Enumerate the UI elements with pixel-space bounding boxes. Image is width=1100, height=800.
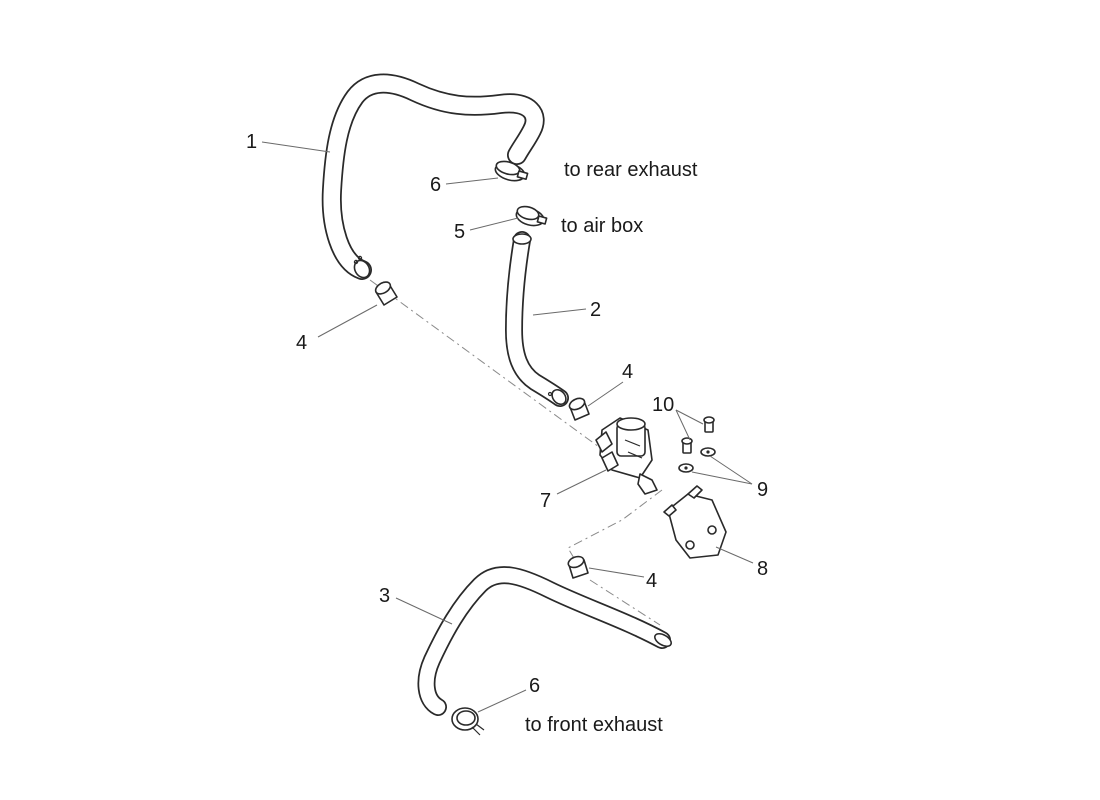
hose-part-3 (417, 566, 672, 716)
callout-3: 3 (379, 585, 390, 607)
clamp-part-6-upper (494, 160, 529, 182)
bolts-part-10 (681, 416, 715, 454)
callout-6-lower: 6 (529, 675, 540, 697)
valve-part-7 (595, 417, 658, 495)
callout-4-lower: 4 (646, 570, 657, 592)
clamp-part-5 (515, 205, 548, 227)
washers-part-9 (678, 447, 716, 473)
sleeve-part-4-upper (374, 281, 398, 306)
callout-10: 10 (652, 394, 674, 416)
callout-7: 7 (540, 490, 551, 512)
callout-1: 1 (246, 131, 257, 153)
callout-4-upper: 4 (296, 332, 307, 354)
callout-5: 5 (454, 221, 465, 243)
sleeve-part-4-middle (568, 397, 590, 421)
clamp-part-6-lower (451, 707, 485, 736)
routing-notes: to rear exhaust to air box to front exha… (525, 159, 698, 736)
sleeve-part-4-lower (567, 555, 589, 579)
note-air-box: to air box (561, 215, 643, 237)
note-front-exhaust: to front exhaust (525, 714, 663, 736)
callout-2: 2 (590, 299, 601, 321)
hose-part-1 (321, 73, 545, 280)
callout-8: 8 (757, 558, 768, 580)
bracket-part-8 (663, 485, 727, 559)
callout-9: 9 (757, 479, 768, 501)
callout-4-middle: 4 (622, 361, 633, 383)
callout-numbers: 1 6 5 2 4 4 10 9 7 8 4 3 6 (246, 131, 768, 697)
hose-part-2 (505, 231, 569, 407)
assembly-centerlines (369, 279, 663, 626)
callout-6-upper: 6 (430, 174, 441, 196)
note-rear-exhaust: to rear exhaust (564, 159, 698, 181)
leader-lines (261, 141, 754, 713)
